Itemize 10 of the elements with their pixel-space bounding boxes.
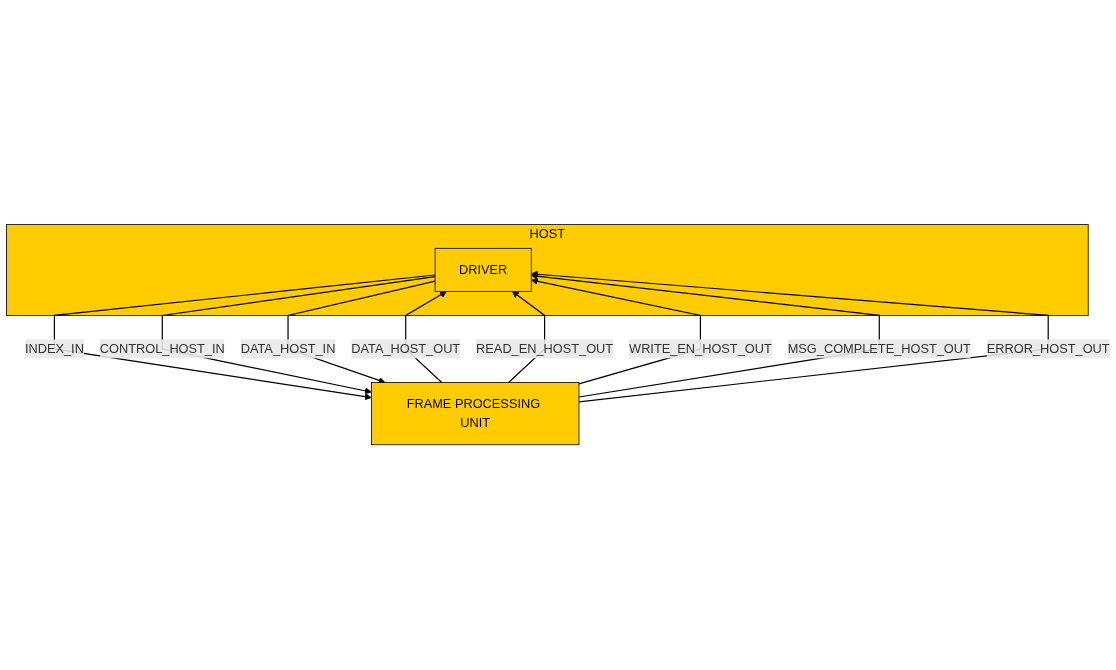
edge-label: INDEX_IN bbox=[24, 342, 84, 356]
edge-label: ERROR_HOST_OUT bbox=[986, 342, 1110, 356]
edge-label: WRITE_EN_HOST_OUT bbox=[629, 342, 772, 356]
node-box: DRIVER bbox=[434, 248, 532, 293]
node-box: FRAME PROCESSING UNIT bbox=[371, 382, 580, 446]
edge-label: READ_EN_HOST_OUT bbox=[476, 342, 614, 356]
edge-label: CONTROL_HOST_IN bbox=[99, 342, 225, 356]
edge-label: MSG_COMPLETE_HOST_OUT bbox=[787, 342, 971, 356]
edge-label: DATA_HOST_OUT bbox=[351, 342, 461, 356]
edge-label: DATA_HOST_IN bbox=[240, 342, 336, 356]
